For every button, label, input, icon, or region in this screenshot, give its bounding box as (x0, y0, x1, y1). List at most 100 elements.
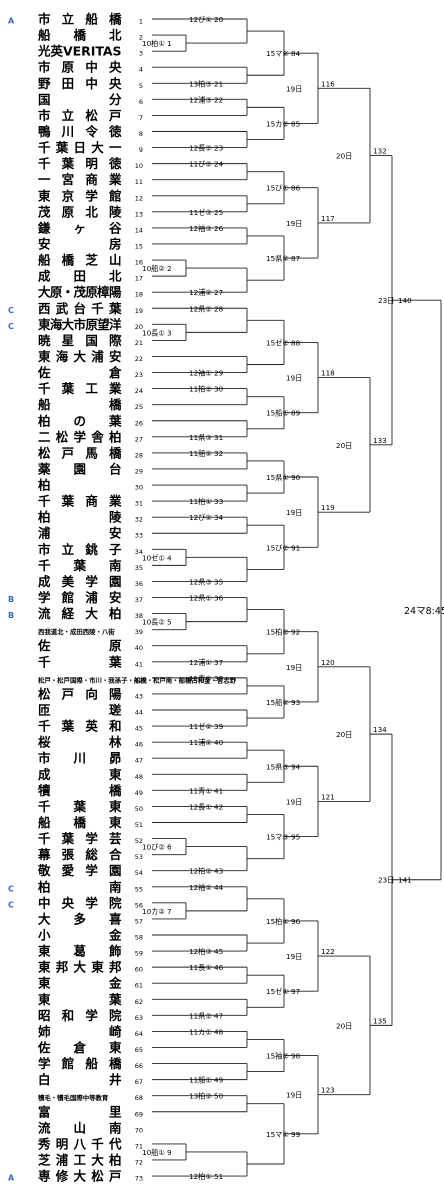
team-number: 44 (135, 709, 143, 717)
seed-mark: B (8, 611, 14, 620)
team-name: 匝瑳 (38, 703, 122, 718)
round1-match-label: 12袖② 44 (189, 883, 224, 892)
team-name: 千葉南 (38, 558, 122, 573)
team-number: 12 (135, 194, 143, 202)
round2-match-label: 15び② 91 (266, 543, 300, 552)
team-name: 市原中央 (38, 60, 122, 75)
team-number: 32 (135, 516, 143, 524)
bracket-lines (152, 18, 442, 1177)
round2-match-label: 15県② 87 (266, 254, 300, 263)
team-number: 24 (135, 387, 143, 395)
team-number: 18 (135, 291, 143, 299)
team-number: 67 (135, 1078, 143, 1086)
team-name: 国分 (38, 92, 122, 107)
round1-match-label: 11県③ 31 (189, 433, 223, 442)
team-number: 11 (135, 178, 143, 186)
round2-match-label: 15ゼ② 88 (266, 338, 301, 347)
team-number: 71 (135, 1142, 143, 1150)
round1-match-label: 12柏③ 45 (189, 947, 223, 956)
team-number: 63 (135, 1014, 143, 1022)
team-number: 17 (135, 275, 143, 283)
team-name: 白井 (38, 1072, 122, 1087)
round3-match-day: 19日 (286, 797, 302, 806)
round1-match-label: 13柏② 50 (189, 1092, 224, 1101)
seed-mark: C (8, 884, 14, 893)
team-number: 60 (135, 966, 143, 974)
team-number: 58 (135, 933, 143, 941)
round2-match-label: 15柏② 92 (266, 628, 300, 637)
round1-match-label: 11び② 24 (189, 160, 224, 169)
team-number: 57 (135, 917, 143, 925)
team-name: 市川昴 (38, 751, 122, 766)
team-number: 22 (135, 355, 143, 363)
round1-match-label: 12浦② 27 (189, 288, 223, 297)
team-name: 成田北 (38, 269, 122, 284)
team-name: 中央学院 (38, 895, 122, 910)
round4-match-day: 20日 (336, 730, 352, 739)
team-name: 市立松戸 (38, 108, 122, 123)
round3-match-day: 19日 (286, 508, 302, 517)
team-name: 芝浦工大柏 (38, 1152, 122, 1167)
team-number: 46 (135, 741, 143, 749)
team-name: 姉崎 (38, 1024, 122, 1039)
team-name: 昭和学院 (38, 1008, 122, 1023)
team-number: 25 (135, 403, 143, 411)
team-name: 小金 (37, 927, 122, 942)
round4-match-number: 133 (373, 436, 387, 445)
round3-match-day: 19日 (286, 219, 302, 228)
team-name: 専修大松戸 (38, 1169, 122, 1184)
round1-match-label: 11船② 32 (189, 449, 223, 458)
round1-match-label: 11カ① 48 (189, 1027, 224, 1036)
team-name: 柏南 (38, 879, 122, 894)
team-number: 36 (135, 580, 143, 588)
team-number: 31 (135, 500, 143, 508)
team-name: 暁星国際 (38, 333, 122, 348)
team-number: 28 (135, 451, 143, 459)
team-name: 船橋 (38, 397, 122, 412)
team-number: 56 (135, 901, 143, 909)
round1-match-label: 11長① 46 (189, 963, 224, 972)
round1-match-label: 12県③ 35 (189, 577, 223, 586)
team-name: 大多喜 (38, 911, 122, 926)
team-number: 14 (135, 226, 143, 234)
round4-match-day: 20日 (336, 441, 352, 450)
prelim-match-label: 10船① 9 (142, 1148, 172, 1157)
team-name: 千葉 (38, 654, 122, 669)
team-number: 15 (135, 242, 143, 250)
team-name: 野田中央 (38, 76, 122, 91)
round1-match-label: 12袖③ 26 (189, 224, 224, 233)
round2-match-label: 15県① 90 (266, 473, 301, 482)
team-name: 千葉明徳 (38, 156, 122, 171)
team-number: 51 (135, 821, 143, 829)
team-number: 16 (135, 259, 143, 267)
team-number: 30 (135, 484, 143, 492)
team-name: 佐原 (37, 638, 122, 653)
team-name: 西我道北・成田西陵・八街 (38, 627, 115, 636)
team-name: 敬愛学園 (37, 863, 122, 878)
team-number: 27 (135, 435, 143, 443)
prelim-match-label: 10長① 3 (142, 328, 172, 337)
round1-match-label: 12浦① 37 (189, 658, 223, 667)
team-name: 幕張総合 (37, 847, 122, 862)
round2-match-label: 15び① 86 (266, 184, 301, 193)
round3-match-number: 121 (321, 792, 335, 801)
prelim-match-label: 10び② 6 (142, 843, 172, 852)
team-number: 40 (135, 644, 143, 652)
team-number: 39 (135, 628, 143, 636)
team-name: 西武台千葉 (38, 301, 122, 316)
team-name: 桜林 (38, 735, 122, 750)
team-number: 6 (139, 98, 143, 106)
team-name: 流山南 (38, 1120, 122, 1135)
team-name: 鎌ヶ谷 (37, 220, 122, 235)
team-number: 73 (135, 1175, 143, 1183)
round1-match-label: 11船① 49 (189, 1076, 224, 1085)
team-number: 2 (139, 34, 143, 42)
round5-match-number: 141 (398, 876, 412, 885)
team-number: 72 (135, 1158, 143, 1166)
round1-match-label: 12県② 28 (189, 304, 224, 313)
round1-match-label: 11浦② 40 (189, 738, 224, 747)
team-name: 市立銚子 (38, 542, 122, 557)
team-name: 東葛飾 (38, 944, 122, 959)
round1-match-label: 11柏② 30 (189, 385, 224, 394)
team-number: 47 (135, 757, 143, 765)
